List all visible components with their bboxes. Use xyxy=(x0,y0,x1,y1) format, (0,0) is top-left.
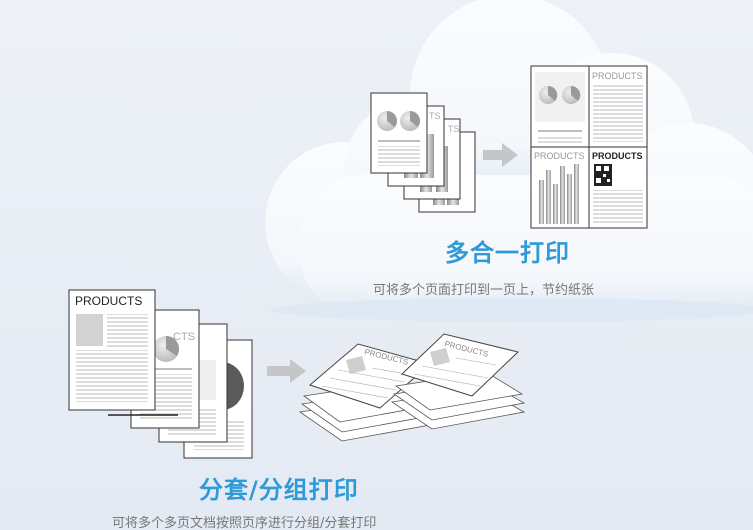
arrow-right-icon xyxy=(267,359,306,383)
collated-output-sets: PRODUCTS PRODUCTS xyxy=(298,333,526,442)
nup-feature-title: 多合一打印 xyxy=(445,239,570,267)
second-page-label: CTS xyxy=(173,331,195,343)
nup-page-stack: TS TS xyxy=(370,92,476,213)
stack-label: TS xyxy=(448,124,460,134)
nup-combined-sheet: PRODUCTS PRODUCTS PRODUCTS xyxy=(530,65,648,229)
stack-label: TS xyxy=(429,111,441,121)
sheet-tr-label: PRODUCTS xyxy=(592,71,643,81)
arrow-right-icon xyxy=(483,143,518,167)
nup-feature-caption: 可将多个页面打印到一页上，节约纸张 xyxy=(373,283,595,298)
sheet-br-label: PRODUCTS xyxy=(592,151,643,161)
collate-feature-caption: 可将多个多页文档按照页序进行分组/分套打印 xyxy=(112,516,377,530)
collate-document-stack: CTS PRODUCTS xyxy=(68,289,253,459)
sheet-bl-label: PRODUCTS xyxy=(534,151,585,161)
bar-chart-icon xyxy=(539,164,579,224)
qr-code-icon xyxy=(594,164,612,186)
front-page-label: PRODUCTS xyxy=(75,294,142,308)
collate-feature-title: 分套/分组打印 xyxy=(199,476,359,504)
pie-chart-icon xyxy=(377,111,420,131)
